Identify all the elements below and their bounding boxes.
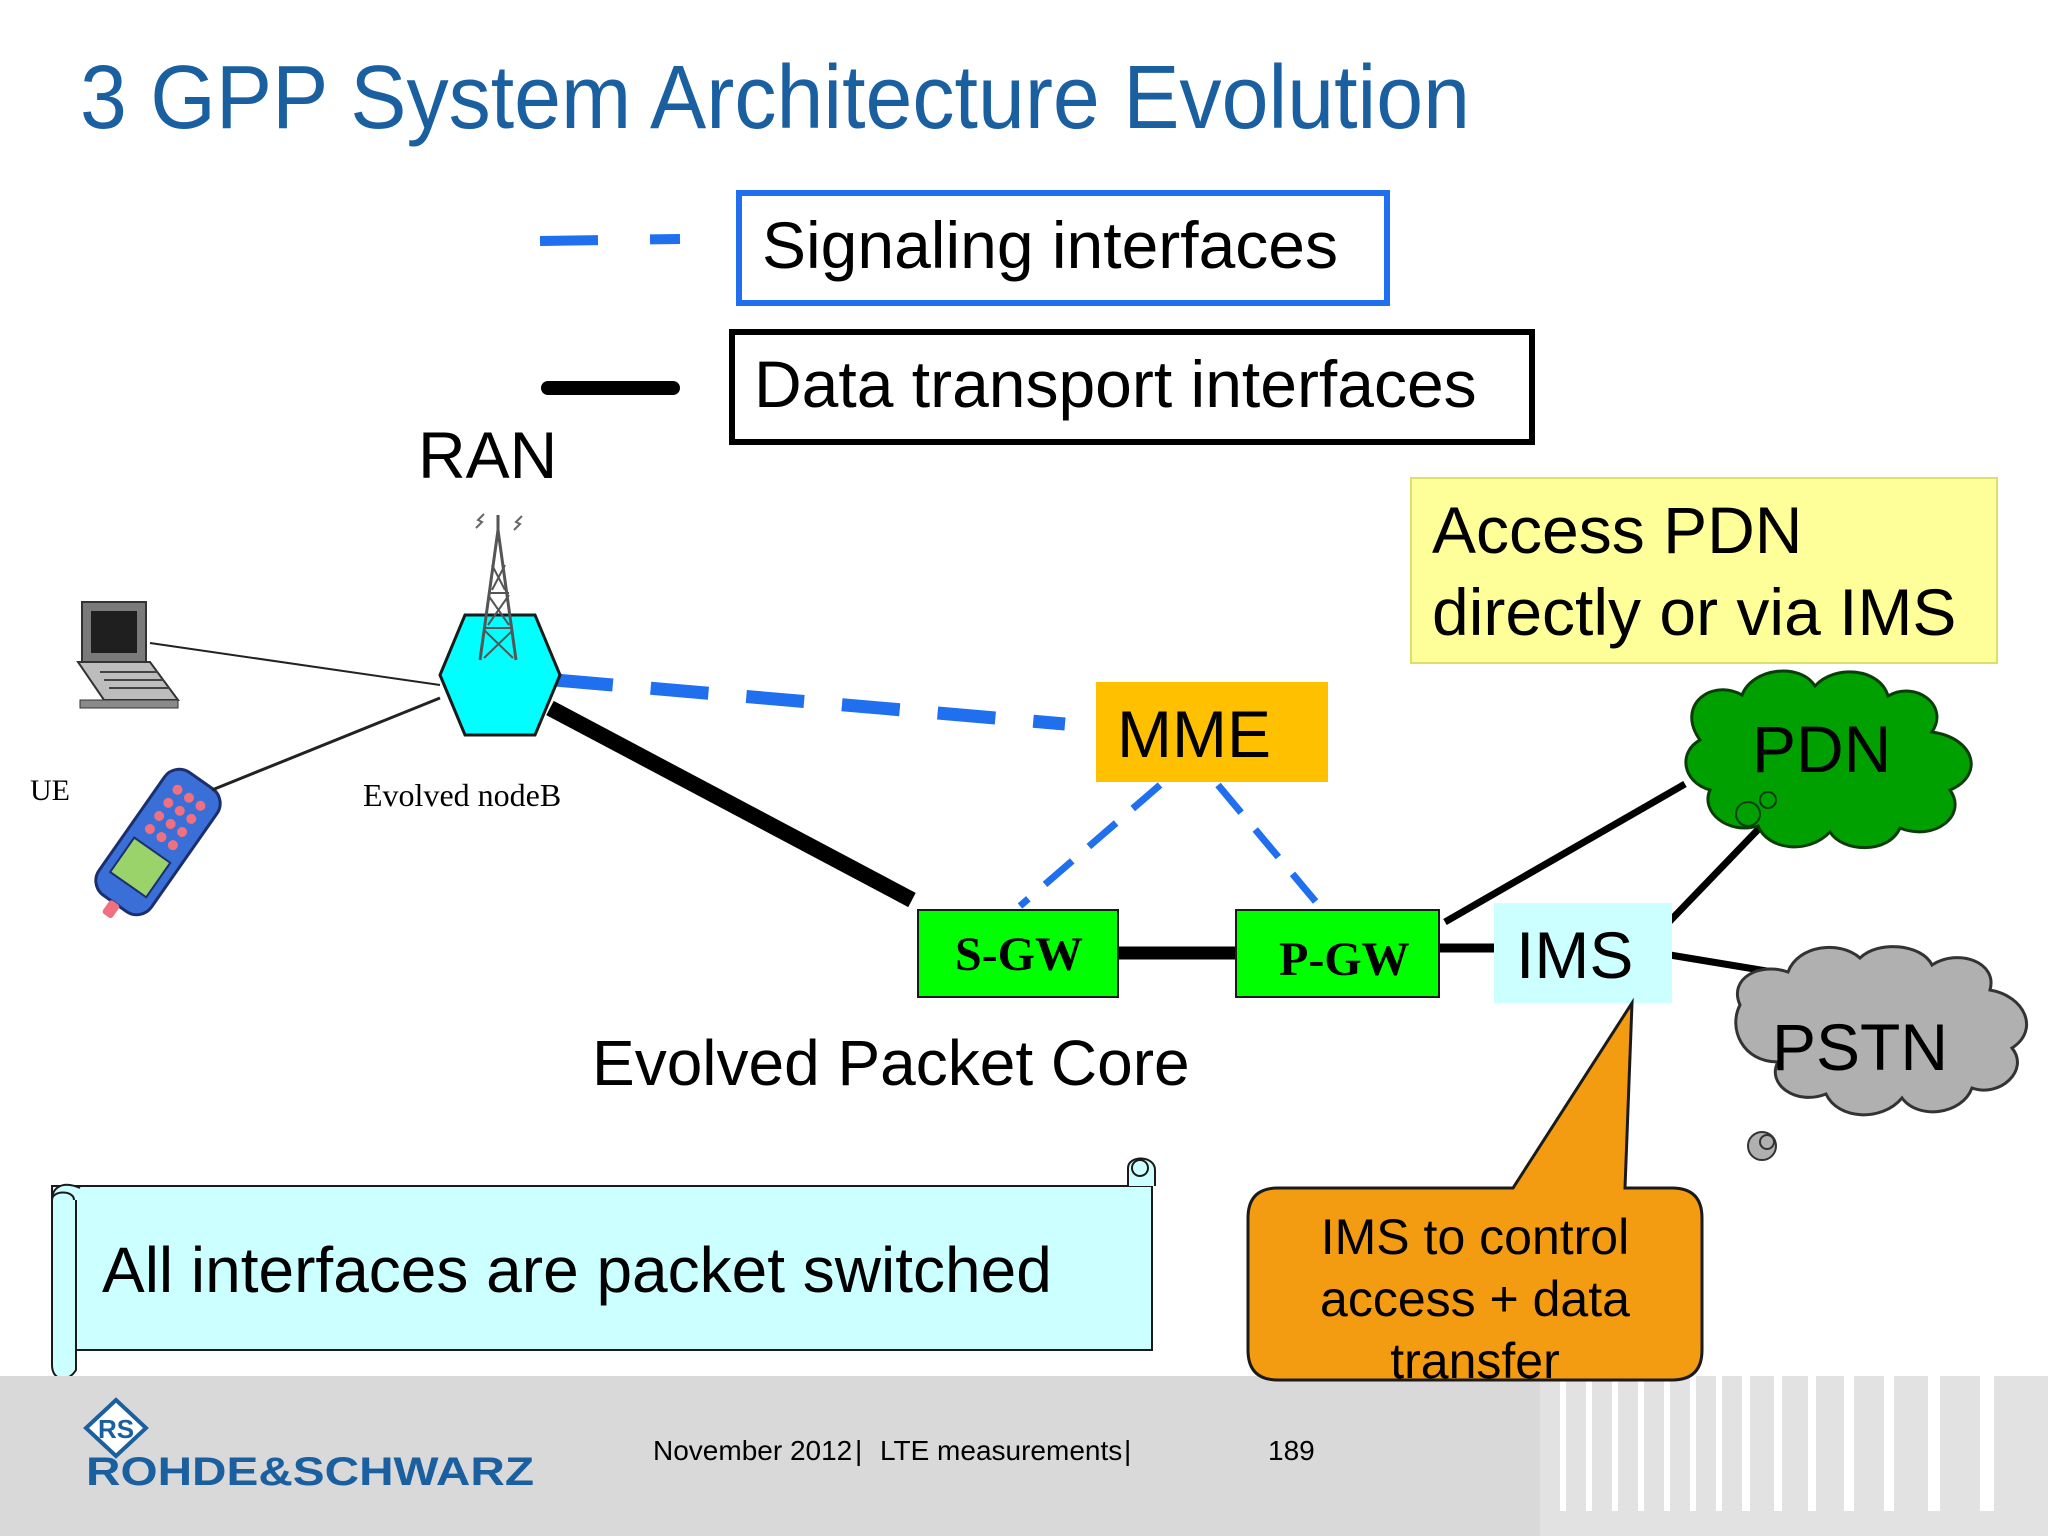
legend-signaling-line — [539, 234, 681, 246]
callout-line2: access + data — [1320, 1271, 1630, 1327]
pgw-box — [1235, 909, 1440, 998]
svg-text:RS: RS — [98, 1414, 134, 1444]
enodeb-mme-signaling — [554, 673, 1066, 731]
laptop-link — [149, 642, 441, 686]
footer-page-number: 189 — [1268, 1435, 1315, 1466]
footer-date: November 2012 — [653, 1435, 852, 1466]
mme-sgw-signaling — [1017, 782, 1163, 909]
pstn-cloud — [1734, 945, 2029, 1161]
ims-label: IMS — [1516, 918, 1633, 992]
sgw-label: S-GW — [955, 928, 1083, 981]
packet-switched-scroll — [51, 1157, 1156, 1380]
ims-pdn-data — [1666, 812, 1775, 925]
mme-pgw-signaling — [1215, 782, 1319, 905]
enodeb-hexagon — [438, 613, 562, 737]
slide-title: 3 GPP System Architecture Evolution — [80, 48, 1470, 148]
pgw-pdn-data — [1443, 780, 1687, 926]
legend-data-box — [729, 329, 1535, 445]
footer-stripes — [1540, 1376, 2048, 1536]
laptop-icon — [76, 601, 180, 709]
ims-callout — [1246, 997, 1704, 1382]
pdn-cloud — [1684, 669, 1973, 850]
footer-separator-2: | — [1124, 1435, 1131, 1466]
phone-link — [211, 696, 441, 792]
mme-box — [1096, 682, 1328, 782]
sgw-box — [917, 909, 1119, 998]
rohde-schwarz-logo-icon: RS — [83, 1397, 149, 1459]
callout-line1: IMS to control — [1321, 1209, 1629, 1265]
mme-label: MME — [1117, 697, 1271, 771]
ims-box — [1494, 903, 1672, 1003]
antenna-tower-icon — [475, 513, 523, 661]
pstn-label: PSTN — [1772, 1010, 1948, 1084]
legend-data-label: Data transport interfaces — [754, 347, 1477, 421]
access-note-box — [1410, 477, 1998, 664]
logo-wordmark: ROHDE&SCHWARZ — [86, 1450, 534, 1494]
scroll-text: All interfaces are packet switched — [102, 1234, 1052, 1306]
pdn-label: PDN — [1752, 712, 1891, 786]
access-note-line1: Access PDN — [1432, 493, 1802, 567]
access-note-line2: directly or via IMS — [1432, 575, 1956, 649]
enodeb-sgw-data — [546, 700, 916, 908]
pgw-label: P-GW — [1279, 933, 1410, 986]
ran-label: RAN — [418, 418, 557, 492]
mobile-phone-icon — [94, 767, 222, 918]
callout-line3: transfer — [1390, 1333, 1560, 1389]
legend-signaling-label: Signaling interfaces — [762, 208, 1338, 282]
ue-label: UE — [30, 774, 70, 807]
enodeb-label: Evolved nodeB — [363, 777, 561, 813]
footer-topic: LTE measurements — [880, 1435, 1122, 1466]
epc-label: Evolved Packet Core — [592, 1027, 1190, 1099]
legend-signaling-box — [736, 190, 1390, 306]
footer-separator-1: | — [855, 1435, 862, 1466]
